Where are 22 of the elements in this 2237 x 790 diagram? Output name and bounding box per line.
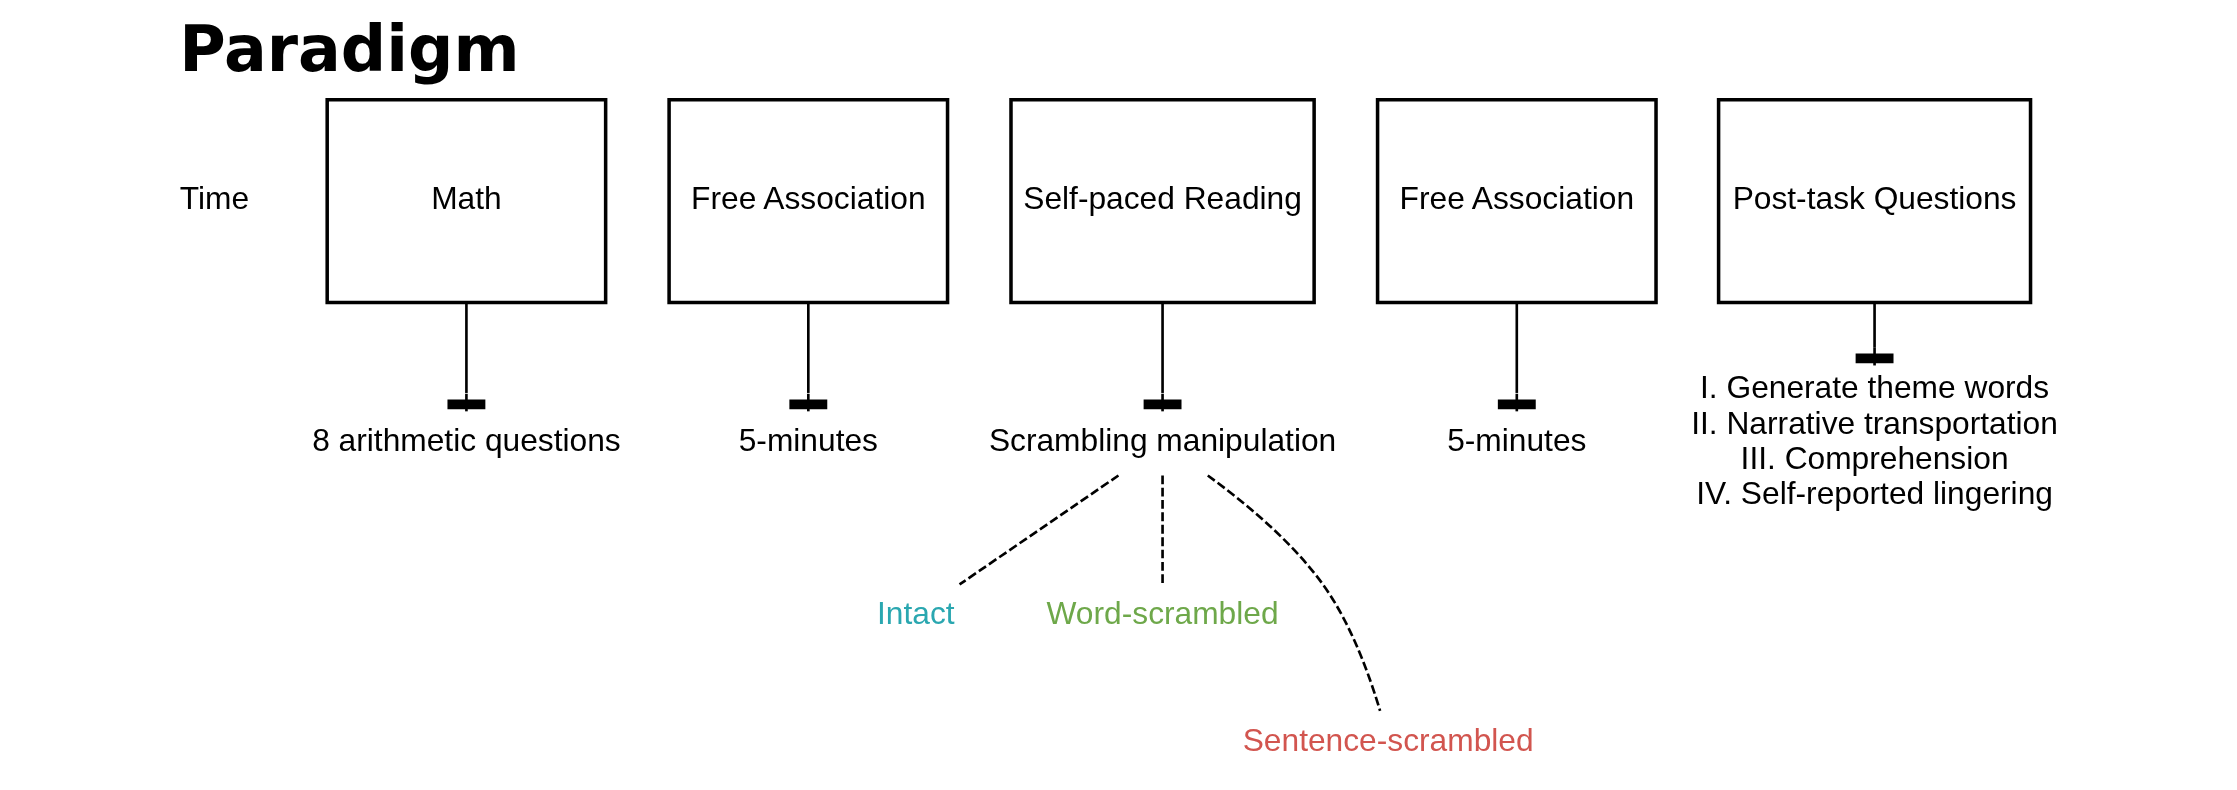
node-box: Math xyxy=(325,98,608,305)
node-box: Free Association xyxy=(667,98,950,305)
node-text: 5-minutes xyxy=(1447,422,1587,459)
node-text: 8 arithmetic questions xyxy=(312,422,621,459)
label: Time xyxy=(179,179,250,216)
connector xyxy=(958,474,1120,586)
connector xyxy=(447,302,486,412)
connector xyxy=(1143,302,1182,412)
connector xyxy=(789,302,828,412)
connector xyxy=(1207,474,1382,712)
node-text: Intact xyxy=(877,594,955,631)
node-text: Sentence-scrambled xyxy=(1242,721,1534,758)
node-text: Scrambling manipulation xyxy=(988,422,1337,459)
node-box: Post-task Questions xyxy=(1716,98,2033,305)
node-text: 5-minutes xyxy=(738,422,878,459)
node-box: Self-paced Reading xyxy=(1009,98,1316,305)
connector xyxy=(1161,475,1164,585)
node-text: I. Generate theme words II. Narrative transportation III. Comprehension IV. Self-reported lingering xyxy=(1691,369,2058,512)
connector xyxy=(1497,302,1536,412)
node-box: Free Association xyxy=(1375,98,1658,305)
diagram-title: Paradigm xyxy=(179,12,520,87)
node-text: Word-scrambled xyxy=(1046,594,1279,631)
